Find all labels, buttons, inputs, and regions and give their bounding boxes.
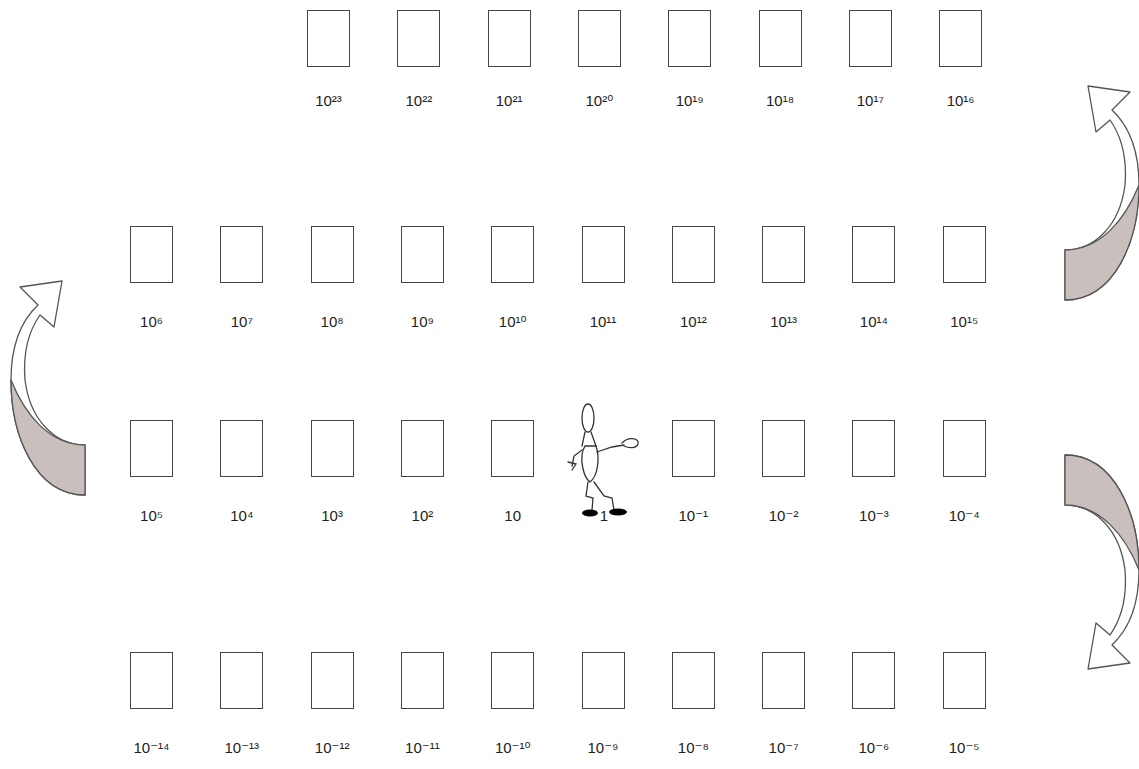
power-label: 10² [412,507,434,525]
power-label: 10⁻⁶ [859,739,890,757]
power-label: 10¹⁶ [947,92,975,110]
number-box: 10⁻⁸ [672,652,715,709]
curved-arrow [11,281,85,495]
number-box: 10⁻¹¹ [401,652,444,709]
power-label: 10⁻⁸ [678,739,709,757]
power-label: 10 [504,507,521,525]
number-box: 10⁻¹⁴ [130,652,173,709]
power-label: 10²² [405,92,432,110]
power-label: 10¹⁰ [499,313,527,331]
power-label: 10⁻⁴ [949,507,980,525]
number-box: 10⁻⁷ [762,652,805,709]
power-label: 10⁻⁵ [949,739,980,757]
number-box: 10⁹ [401,226,444,283]
number-box: 10⁷ [220,226,263,283]
power-label: 10³ [321,507,343,525]
number-box: 10⁸ [311,226,354,283]
power-label: 10¹² [680,313,707,331]
power-label: 10⁻¹ [678,507,708,525]
power-label: 10¹⁵ [950,313,978,331]
number-box: 10⁻⁵ [943,652,986,709]
number-box: 10⁻¹² [311,652,354,709]
curved-arrow [1065,455,1139,669]
power-label: 10¹⁹ [676,92,704,110]
number-box: 10⁻³ [852,420,895,477]
power-label: 10⁻² [769,507,799,525]
power-label: 10¹¹ [590,313,617,331]
power-label: 10⁴ [230,507,253,525]
number-box: 10 [491,420,534,477]
number-box: 10⁻¹⁰ [491,652,534,709]
power-label: 10⁻¹³ [225,739,260,757]
stick-figure [568,404,638,510]
number-box: 10⁵ [130,420,173,477]
power-label: 10⁻⁹ [587,739,618,757]
number-box: 10¹² [672,226,715,283]
number-box: 10⁻¹³ [220,652,263,709]
number-box: 10²³ [307,10,350,67]
number-box: 10⁶ [130,226,173,283]
power-label: 10⁻¹⁰ [495,739,531,757]
curved-arrow [1065,86,1139,300]
number-box: 10¹³ [762,226,805,283]
power-label: 10¹⁸ [766,92,794,110]
power-label: 10⁸ [321,313,344,331]
number-box: 10² [401,420,444,477]
number-box: 10⁻⁴ [943,420,986,477]
number-box: 10⁻⁶ [852,652,895,709]
number-box: 10¹¹ [582,226,625,283]
power-label: 10⁵ [140,507,163,525]
power-label: 10¹⁷ [857,92,884,110]
number-box: 10¹⁴ [852,226,895,283]
number-box: 10¹⁰ [491,226,534,283]
number-box: 10²⁰ [578,10,621,67]
number-box: 10⁻¹ [672,420,715,477]
power-label: 10⁶ [140,313,163,331]
power-label: 10⁻⁷ [769,739,799,757]
number-box: 10¹⁵ [943,226,986,283]
number-box: 10¹⁹ [668,10,711,67]
number-box: 10¹⁸ [759,10,802,67]
power-label: 10¹⁴ [860,313,888,331]
power-label: 10¹³ [770,313,797,331]
power-label: 10²³ [315,92,342,110]
unit-label: 1 [600,507,608,525]
power-label: 10²¹ [496,92,523,110]
power-label: 10⁷ [231,313,253,331]
number-box: 10¹⁷ [849,10,892,67]
number-box: 10²² [397,10,440,67]
power-label: 10⁻³ [859,507,889,525]
number-box: 10²¹ [488,10,531,67]
power-label: 10⁻¹¹ [405,739,440,757]
power-label: 10⁻¹⁴ [133,739,169,757]
number-box: 10¹⁶ [939,10,982,67]
number-box: 10⁴ [220,420,263,477]
power-label: 10⁹ [411,313,434,331]
power-label: 10²⁰ [586,92,614,110]
number-box: 10³ [311,420,354,477]
power-label: 10⁻¹² [315,739,350,757]
number-box: 10⁻² [762,420,805,477]
number-box: 10⁻⁹ [582,652,625,709]
